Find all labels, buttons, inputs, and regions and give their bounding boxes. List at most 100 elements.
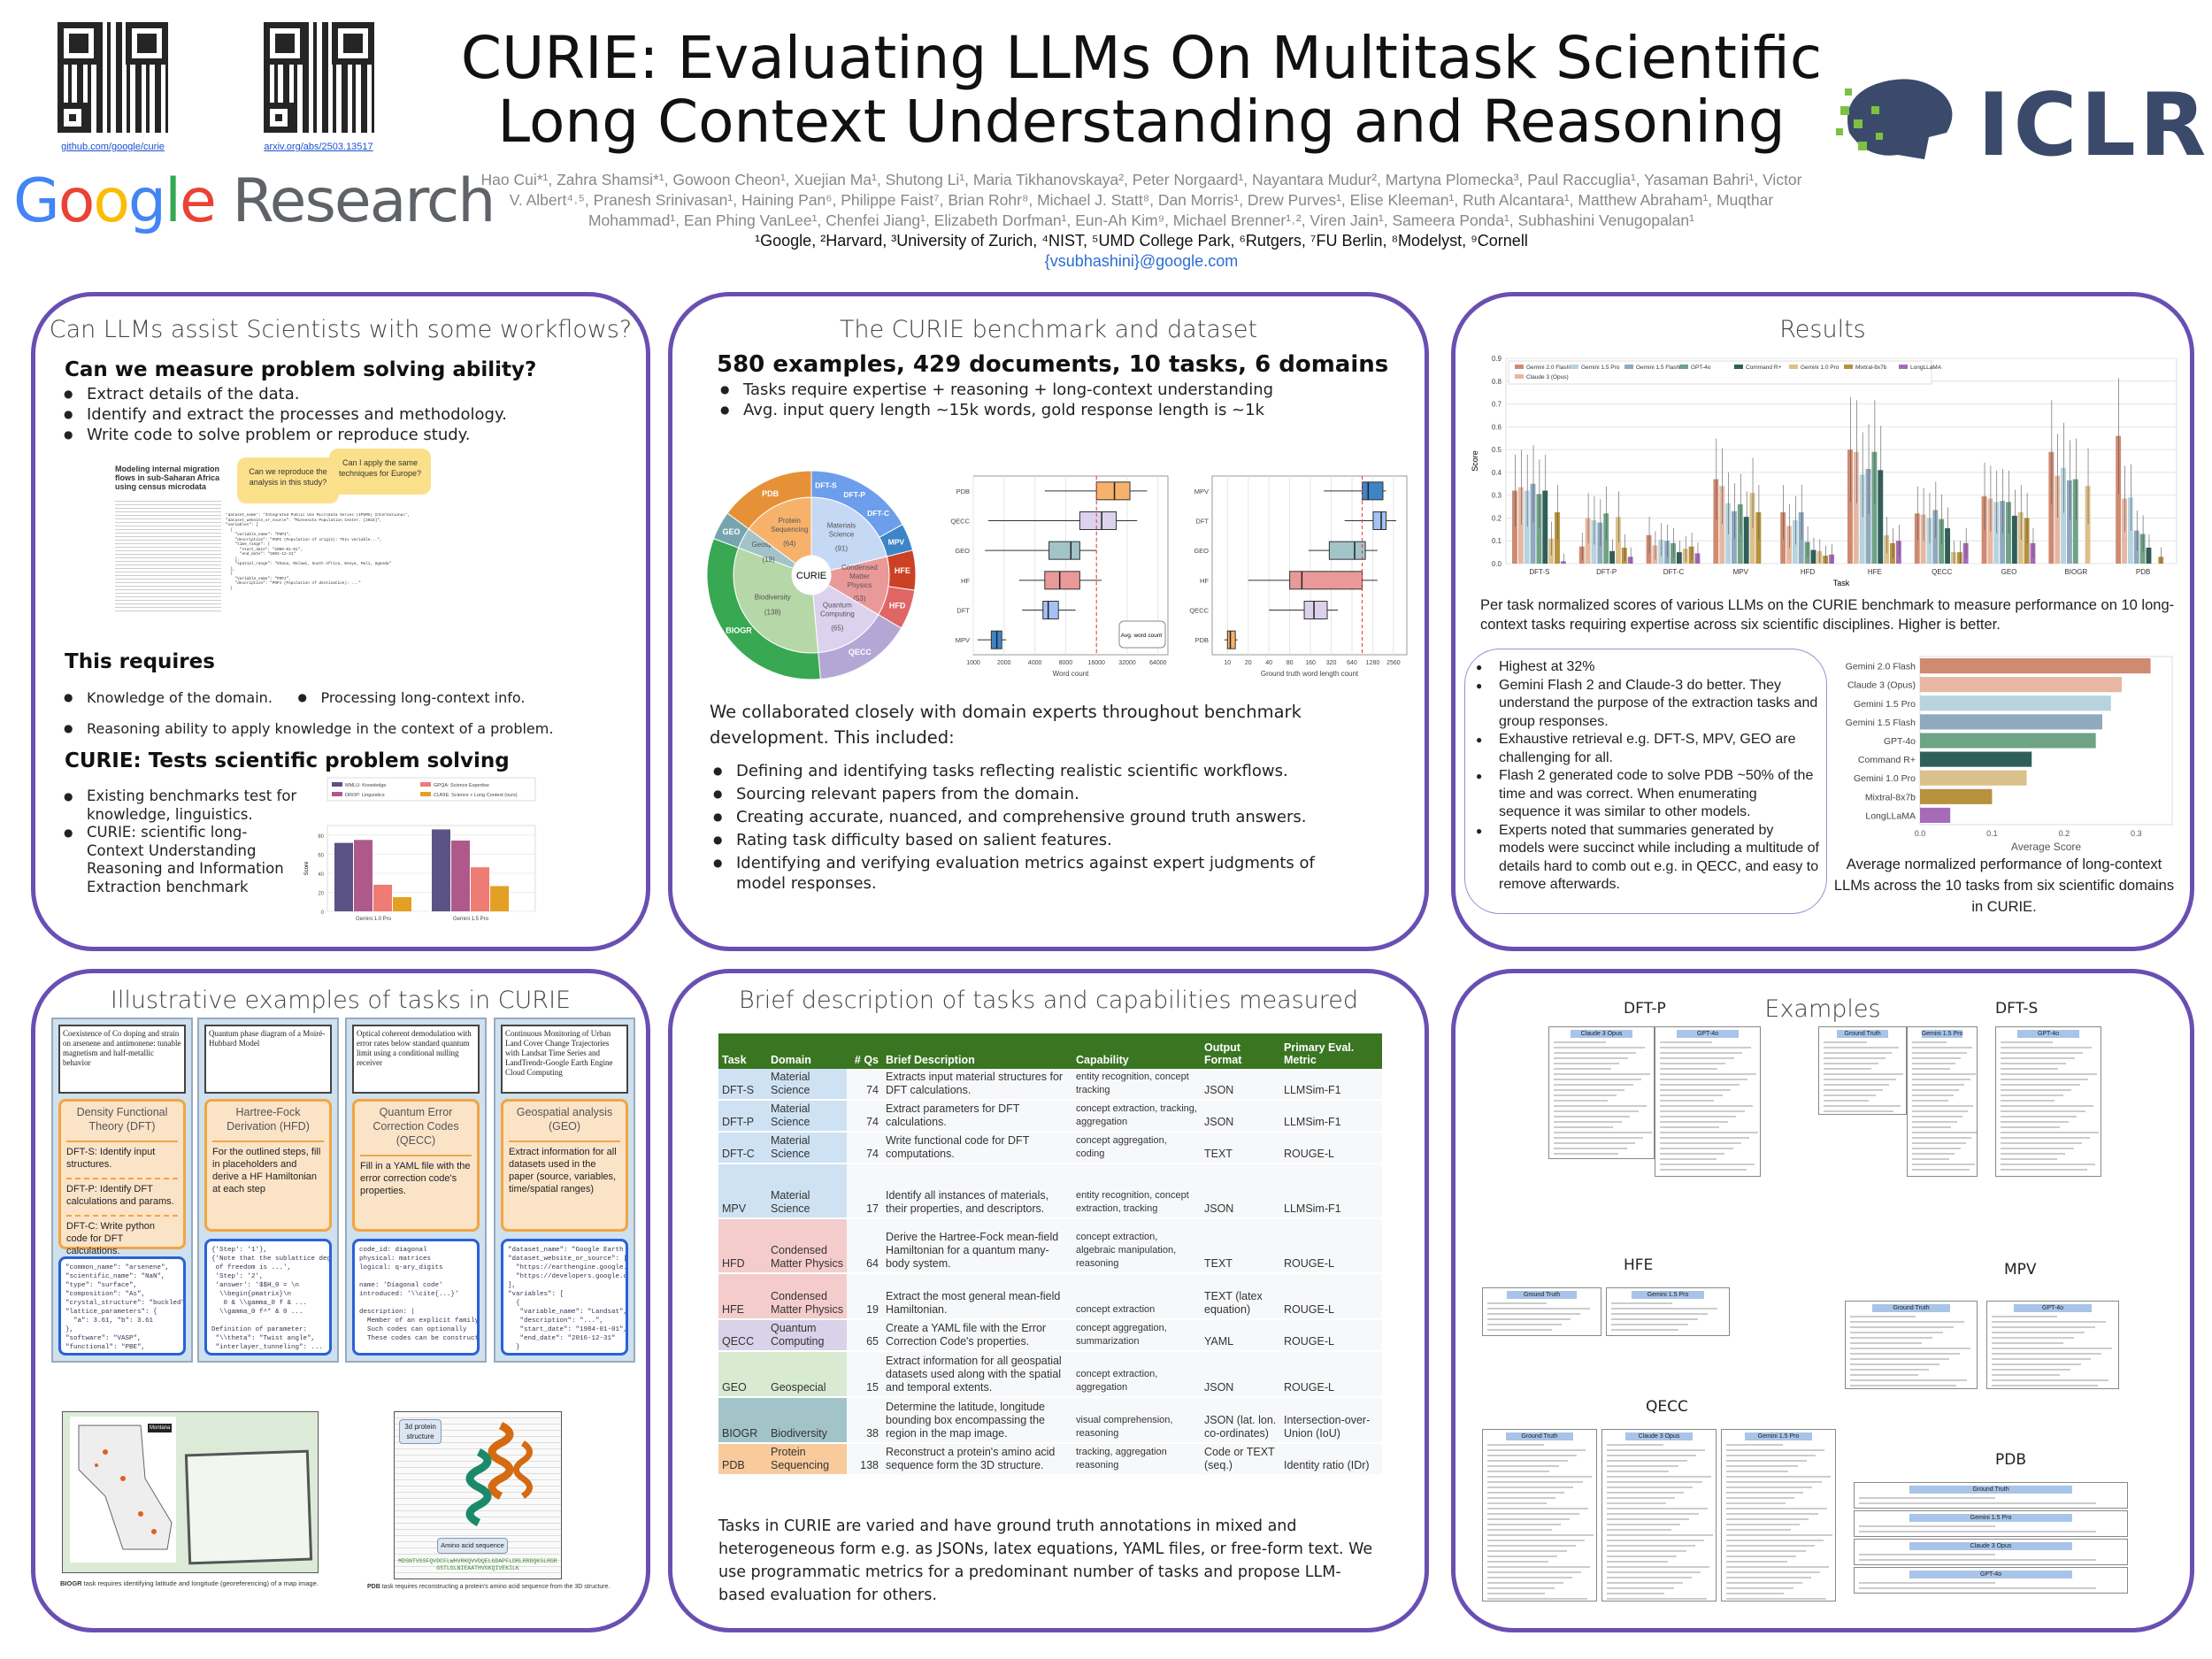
thumbnail-header: Ground Truth — [1505, 1432, 1574, 1440]
text-line — [1487, 1518, 1571, 1520]
table-cell-metric: LLMSim-F1 — [1280, 1069, 1382, 1101]
y-tick-label: 0.4 — [1492, 469, 1502, 477]
text-line — [1660, 1116, 1737, 1118]
bar-BIOGR-gpt-4o — [2072, 479, 2078, 564]
task-ring-label: MPV — [888, 537, 905, 546]
bar-QECC-gemini-2-0-flash — [1914, 513, 1920, 564]
y-tick-label: 20 — [318, 891, 324, 896]
bullet-list: Tasks require expertise + reasoning + lo… — [717, 380, 1273, 420]
requirements-list: Knowledge of the domain. Processing long… — [60, 687, 553, 739]
x-tick-label: 0.3 — [2131, 829, 2142, 838]
plot-area — [1211, 475, 1408, 656]
bar-GEO-claude-3-opus- — [1987, 498, 1993, 564]
bar-BIOGR-gemini-1-5-pro — [2061, 467, 2066, 564]
text-line — [1660, 1158, 1717, 1160]
table-cell-qs: 74 — [847, 1100, 882, 1133]
github-link[interactable]: github.com/google/curie — [61, 142, 165, 152]
author-list: Hao Cui*¹, Zahra Shamsi*¹, Gowoon Cheon¹… — [480, 171, 1802, 229]
table-cell-cap: tracking, aggregation reasoning — [1072, 1443, 1201, 1476]
thumbnail-header: Claude 3 Opus — [1570, 1030, 1633, 1038]
bar-longllama — [1920, 807, 1951, 823]
bar-DFT-P-longllama — [1627, 557, 1633, 564]
text-line — [2001, 1126, 2061, 1128]
text-line — [1726, 1561, 1788, 1563]
legend-label: CURIE: Science + Long Context (ours) — [434, 793, 518, 798]
table-cell-desc: Determine the latitude, longitude boundi… — [882, 1397, 1072, 1444]
task-card-item: DFT-C: Write python code for DFT calcula… — [66, 1215, 178, 1257]
bar-QECC-gemini-1-5-flash — [1932, 510, 1939, 564]
legend-box — [326, 777, 536, 802]
y-tick-label: PDB — [956, 488, 970, 495]
text-line — [1607, 1598, 1707, 1600]
text-line — [1726, 1481, 1822, 1483]
bar-HFE-claude-3-opus- — [1853, 451, 1859, 564]
text-line — [1487, 1502, 1547, 1504]
text-line — [1824, 1073, 1904, 1075]
example-response-thumbnail: GPT-4o — [1854, 1567, 2128, 1594]
text-line — [2001, 1169, 2087, 1171]
bullet: Tasks require expertise + reasoning + lo… — [717, 380, 1273, 400]
x-tick-label: 0.1 — [1986, 829, 1998, 838]
x-tick-label: DFT-C — [1663, 568, 1685, 576]
qr-code-arxiv[interactable] — [264, 22, 374, 133]
table-cell-cap: concept extraction, algebraic manipulati… — [1072, 1218, 1201, 1274]
text-line — [1607, 1529, 1671, 1531]
bullet-list: Extract details of the data. Identify an… — [60, 384, 507, 445]
bar-DFT-C-gemini-1-5-flash — [1664, 541, 1671, 564]
text-line — [1850, 1321, 1964, 1323]
bar-BIOGR-claude-3-opus- — [2055, 475, 2061, 564]
table-cell-fmt: TEXT — [1201, 1218, 1280, 1274]
panel-illustrative-examples: Illustrative examples of tasks in CURIE … — [31, 969, 650, 1632]
bar-DFT-C-command-r- — [1676, 552, 1682, 564]
box-qecc — [1303, 601, 1328, 619]
text-line — [2001, 1041, 2053, 1043]
text-line — [1726, 1502, 1786, 1504]
text-line — [1859, 1559, 2096, 1561]
bar-HFD-gpt-4o — [1804, 541, 1810, 564]
bar-GEO-mixtral-8x7b — [2024, 518, 2030, 564]
text-line — [1726, 1534, 1833, 1536]
text-line — [1660, 1052, 1743, 1054]
text-line — [1607, 1587, 1674, 1589]
x-tick-label: 320 — [1326, 660, 1337, 666]
table-cell-fmt: JSON — [1201, 1100, 1280, 1133]
text-line — [1992, 1358, 2092, 1360]
bar-GEO-gemini-1-5-flash — [2000, 501, 2006, 564]
text-line — [1912, 1116, 1962, 1118]
example-label: DFT-S — [1995, 1000, 2039, 1018]
task-card-title: Geospatial analysis (GEO) — [516, 1106, 613, 1133]
text-line — [1726, 1460, 1807, 1462]
bar-DFT-P-mixtral-8x7b — [1621, 547, 1627, 564]
domain-label: Physics — [848, 581, 872, 589]
paper-thumbnail: Quantum phase diagram of a Moiré-Hubbard… — [204, 1025, 332, 1094]
bar-DFT-P-gemini-1-5-flash — [1597, 522, 1603, 564]
qr-code-github[interactable] — [58, 22, 168, 133]
bar-gemini-1-0-pro — [373, 884, 392, 911]
text-line — [1726, 1582, 1802, 1584]
text-line — [2001, 1084, 2080, 1086]
text-line — [1660, 1153, 1725, 1155]
bar-gemini-1-5-pro — [1920, 695, 2111, 711]
text-line — [1850, 1342, 1923, 1344]
text-line — [2001, 1158, 2057, 1160]
text-line — [1726, 1444, 1783, 1446]
example-response-thumbnail: Gemini 1.5 Pro — [1854, 1510, 2128, 1537]
bullet: CURIE: scientific long-Context Understan… — [60, 824, 299, 896]
text-line — [1660, 1110, 1745, 1112]
contact-email[interactable]: {vsubhashini}@google.com — [1044, 252, 1239, 270]
arxiv-link[interactable]: arxiv.org/abs/2503.13517 — [264, 142, 373, 152]
text-line — [1992, 1369, 2070, 1371]
bar-DFT-S-gpt-4o — [1536, 494, 1542, 564]
table-cell-fmt: JSON — [1201, 1164, 1280, 1219]
table-cell-desc: Identify all instances of materials, the… — [882, 1164, 1072, 1219]
y-tick-label: LongLLaMA — [1865, 810, 1916, 821]
text-line — [1660, 1063, 1726, 1064]
table-cell-metric: ROUGE-L — [1280, 1319, 1382, 1352]
y-tick-label: GEO — [1194, 547, 1209, 555]
text-line — [1487, 1455, 1578, 1456]
thumbnail-header: Ground Truth — [1506, 1291, 1578, 1299]
legend-box — [1118, 620, 1166, 649]
